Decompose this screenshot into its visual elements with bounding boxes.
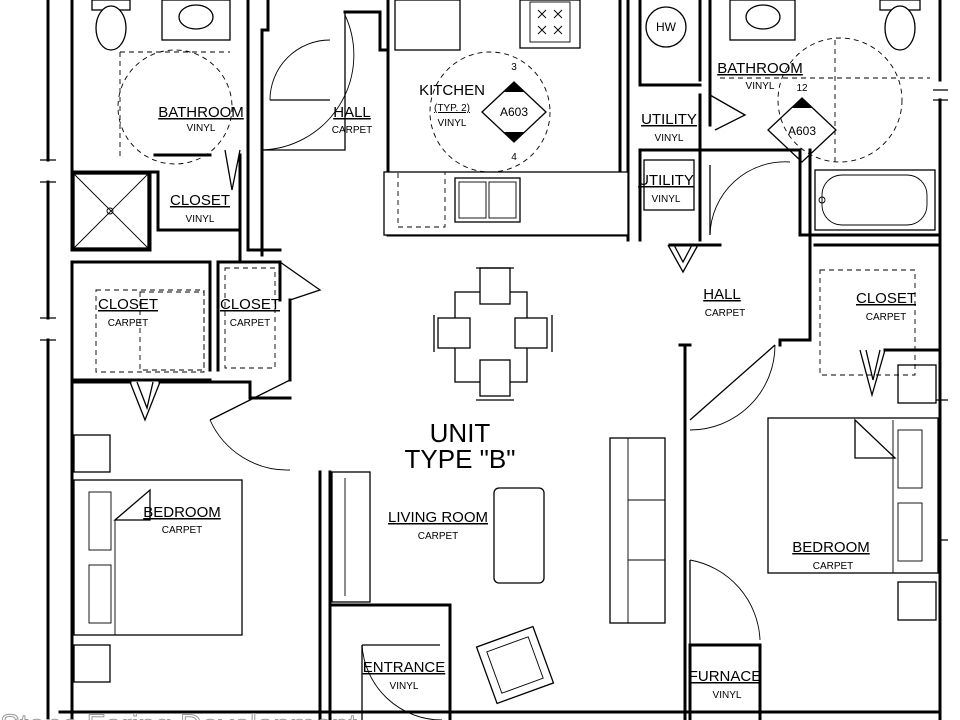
bedroom-right-floor: CARPET <box>813 561 854 572</box>
living-room-floor: CARPET <box>418 531 459 542</box>
utility-top-floor: VINYL <box>655 133 684 144</box>
furnace-floor: VINYL <box>713 690 742 701</box>
bedroom-right-label: BEDROOM <box>792 539 870 556</box>
entrance-label: ENTRANCE <box>363 659 446 676</box>
water-heater-label: HW <box>656 20 677 34</box>
closet-right-floor: CARPET <box>866 312 907 323</box>
unit-title-line2: TYPE "B" <box>405 444 516 474</box>
utility-mid-label: UTILITY <box>638 172 694 189</box>
closet-left1-label: CLOSET <box>98 296 158 313</box>
bedroom-left-label: BEDROOM <box>143 504 221 521</box>
kitchen-note: (TYP. 2) <box>434 103 470 114</box>
kitchen-label: KITCHEN <box>419 82 485 99</box>
section-tag-bath: A603 12 <box>767 83 837 163</box>
unit-title-line1: UNIT <box>430 418 491 448</box>
doors <box>129 12 886 720</box>
section-tag-kitchen-code: A603 <box>500 105 528 119</box>
bathroom-left-label: BATHROOM <box>158 104 244 121</box>
closet-right-label: CLOSET <box>856 290 916 307</box>
bedroom-left-floor: CARPET <box>162 525 203 536</box>
section-tag-bath-top: 12 <box>796 83 808 94</box>
bathroom-right-label: BATHROOM <box>717 60 803 77</box>
section-tag-kitchen: A603 3 4 <box>481 62 547 163</box>
hall-right-floor: CARPET <box>705 308 746 319</box>
section-tag-kitchen-top: 3 <box>511 62 517 73</box>
utility-top-label: UTILITY <box>641 111 697 128</box>
closet-left2-label: CLOSET <box>220 296 280 313</box>
hall-right-label: HALL <box>703 286 741 303</box>
closet-bath-label: CLOSET <box>170 192 230 209</box>
fixtures <box>73 0 939 705</box>
hall-top-floor: CARPET <box>332 125 373 136</box>
bathroom-right-floor: VINYL <box>746 81 775 92</box>
closet-left2-floor: CARPET <box>230 318 271 329</box>
hall-top-label: HALL <box>333 104 371 121</box>
room-labels: HW BATHROOM VINYL HALL CARPET KITCHEN (T… <box>98 20 916 701</box>
utility-mid-floor: VINYL <box>652 194 681 205</box>
walls <box>40 0 948 720</box>
furnace-label: FURNACE <box>689 668 762 685</box>
watermark: Stone Faring Development <box>0 709 358 720</box>
kitchen-floor: VINYL <box>438 118 467 129</box>
section-tag-kitchen-bottom: 4 <box>511 152 517 163</box>
living-room-label: LIVING ROOM <box>388 509 488 526</box>
closet-bath-floor: VINYL <box>186 214 215 225</box>
bathroom-left-floor: VINYL <box>187 123 216 134</box>
closet-left1-floor: CARPET <box>108 318 149 329</box>
section-tag-bath-code: A603 <box>788 124 816 138</box>
entrance-floor: VINYL <box>390 681 419 692</box>
